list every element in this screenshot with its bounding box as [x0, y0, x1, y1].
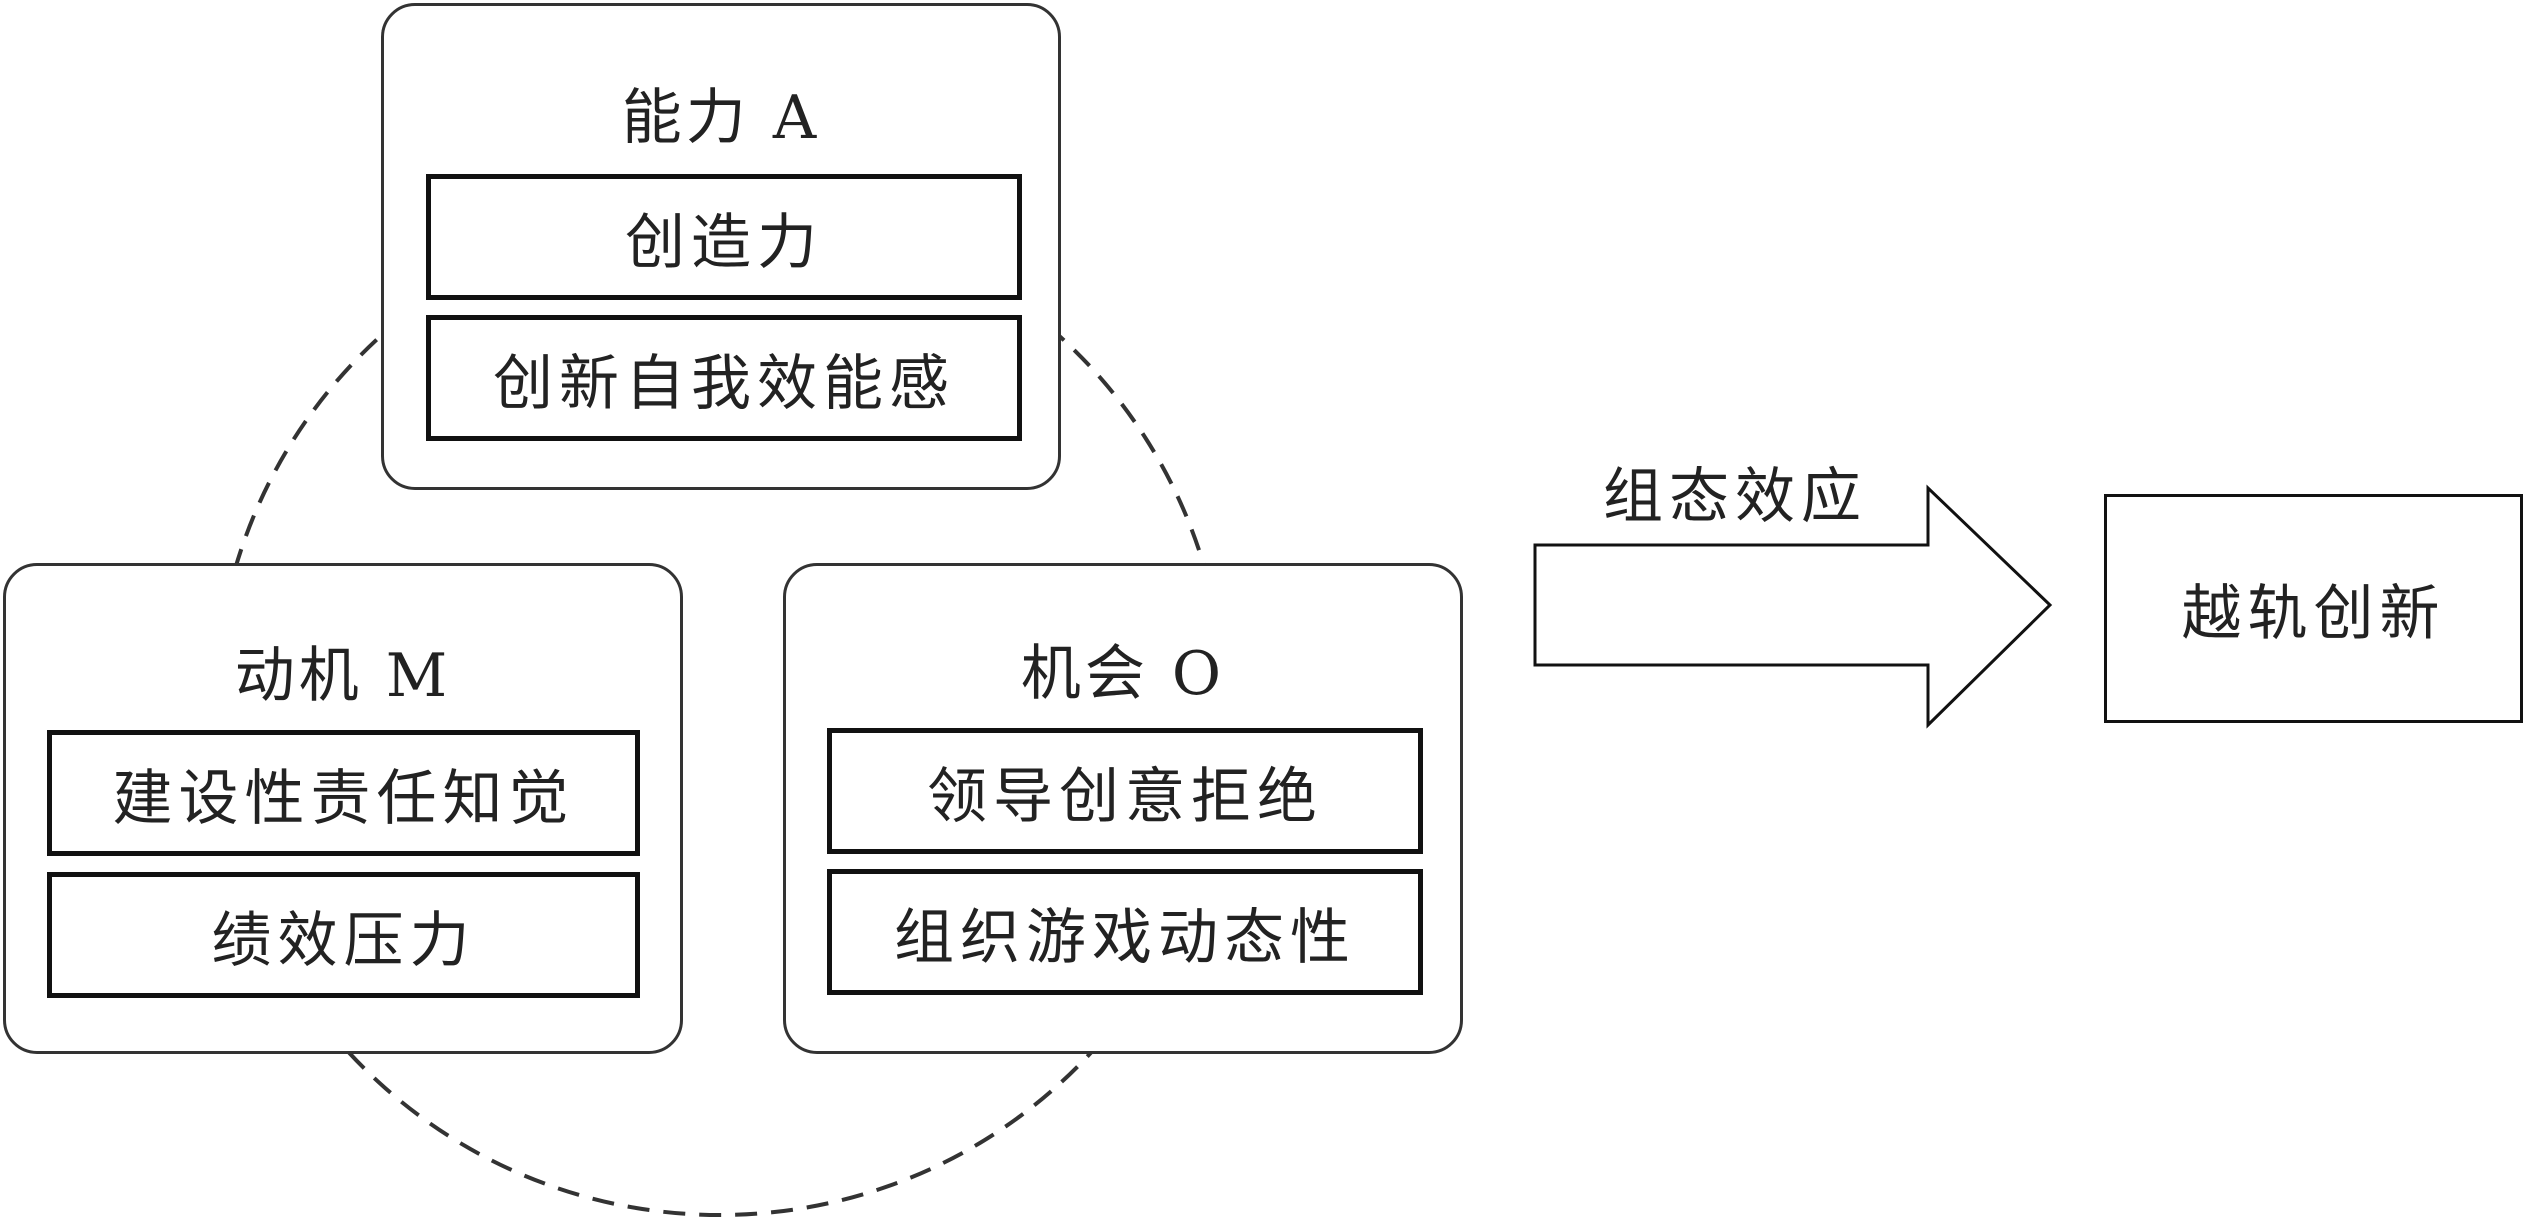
factor-organizational-game-dynamics: 组织游戏动态性	[827, 869, 1423, 995]
ability-group: 能力 A 创造力 创新自我效能感	[381, 3, 1061, 490]
factor-innovation-self-efficacy: 创新自我效能感	[426, 315, 1022, 441]
factor-leader-idea-rejection: 领导创意拒绝	[827, 728, 1423, 854]
outcome-box: 越轨创新	[2104, 494, 2523, 723]
factor-constructive-responsibility: 建设性责任知觉	[47, 730, 640, 856]
configuration-effect-arrow	[1533, 484, 2053, 729]
opportunity-group-title: 机会 O	[1020, 639, 1226, 709]
opportunity-group: 机会 O 领导创意拒绝 组织游戏动态性	[783, 563, 1463, 1054]
factor-creativity: 创造力	[426, 174, 1022, 300]
arrow-label: 组态效应	[1603, 462, 1867, 532]
motivation-group-title: 动机 M	[234, 641, 452, 711]
motivation-group: 动机 M 建设性责任知觉 绩效压力	[3, 563, 683, 1054]
factor-performance-pressure: 绩效压力	[47, 872, 640, 998]
ability-group-title: 能力 A	[621, 83, 821, 153]
